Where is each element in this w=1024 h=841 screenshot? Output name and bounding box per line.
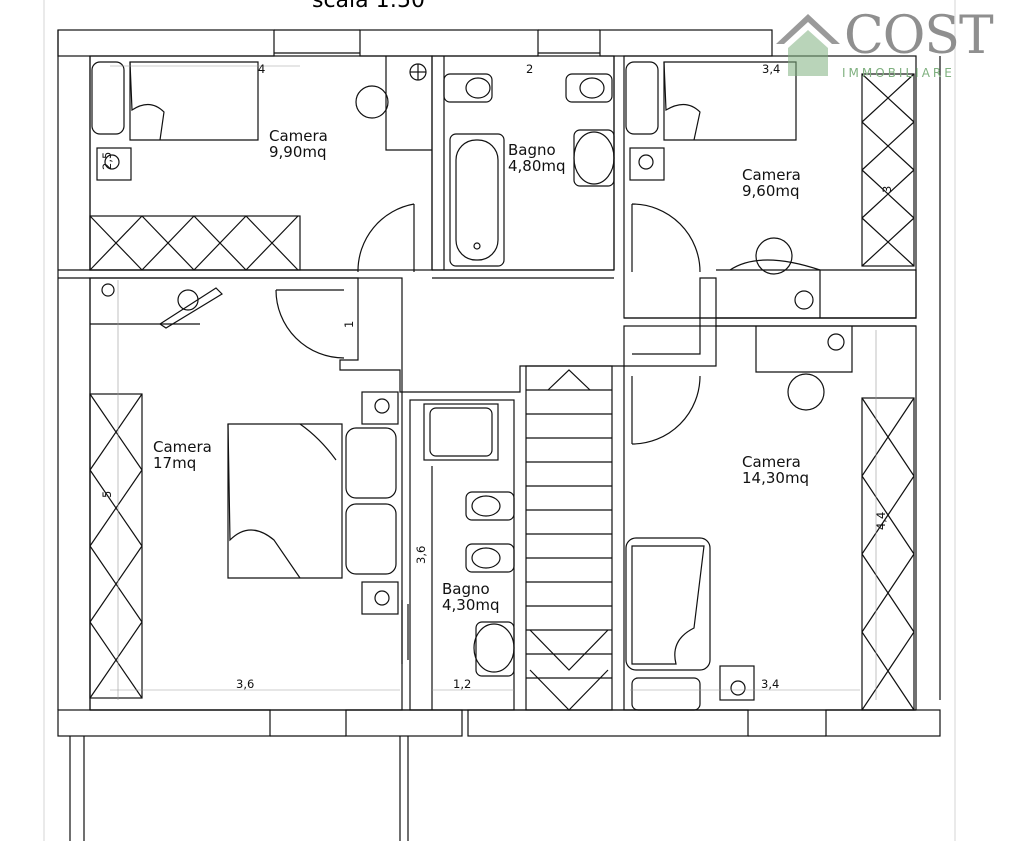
dim-bedroom1-side: 2,5 <box>100 151 114 170</box>
company-logo: COST IMMOBILIARE <box>772 6 1022 82</box>
logo-subtitle: IMMOBILIARE <box>842 66 955 80</box>
house-roof-icon <box>776 14 840 76</box>
dim-bath-height: 3,6 <box>414 545 428 564</box>
dim-corridor: 1 <box>342 320 356 328</box>
wall-top-right <box>599 29 773 57</box>
room-camera-4 <box>623 325 917 711</box>
dim-left-wardrobe: 5 <box>100 490 114 498</box>
dim-bottom-right: 3,4 <box>761 677 780 691</box>
dim-right-lower-side: 4,4 <box>874 511 888 530</box>
dim-bottom-left: 3,6 <box>236 677 255 691</box>
dim-bottom-bath: 1,2 <box>453 677 472 691</box>
dim-top-right: 3,4 <box>762 62 781 76</box>
wall-top-mid <box>359 29 539 57</box>
dim-right-room-side: 3 <box>880 185 894 193</box>
dim-top-mid: 2 <box>526 62 534 76</box>
staircase <box>525 365 613 711</box>
room-camera-3 <box>89 277 403 711</box>
dim-top-left: 4 <box>258 62 266 76</box>
scale-label: scala 1:50 <box>312 0 426 13</box>
wall-top-left <box>57 29 275 57</box>
logo-name: COST <box>844 6 994 66</box>
